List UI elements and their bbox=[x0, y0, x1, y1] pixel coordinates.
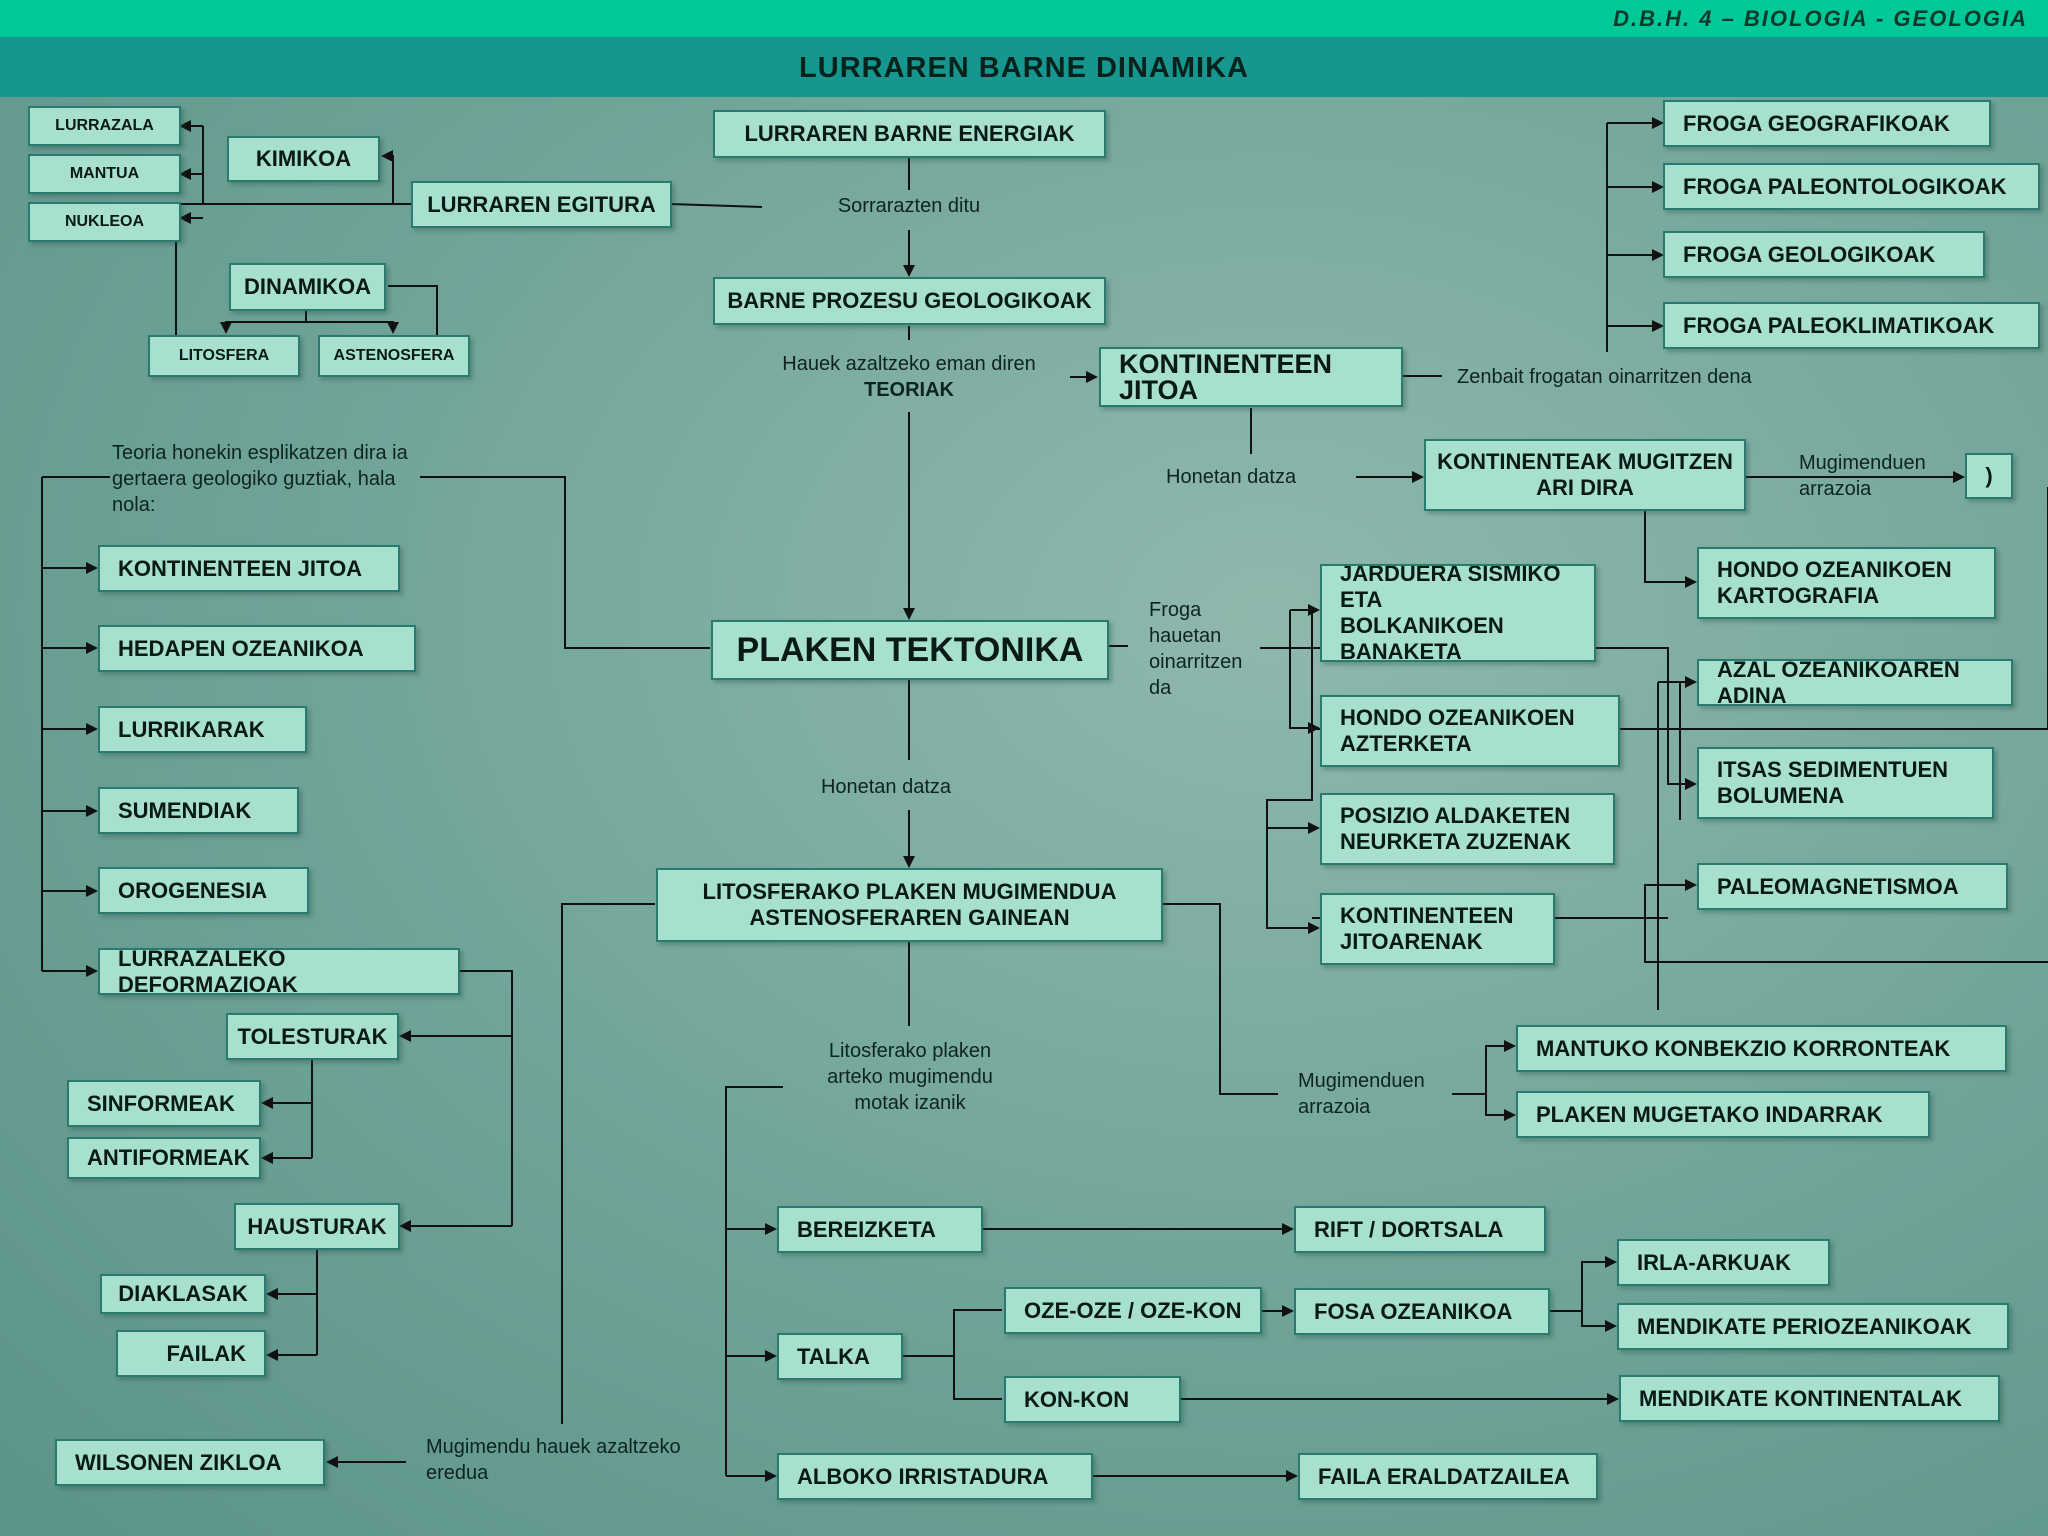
label-honetan-datza-2: Honetan datza bbox=[820, 776, 952, 798]
label-mugimenduen-arrazoia-1: Mugimenduen arrazoia bbox=[1799, 452, 1926, 500]
label-sorrarazten: Sorrarazten ditu bbox=[837, 195, 981, 217]
node-jarduera-sismiko[interactable]: JARDUERA SISMIKO ETA BOLKANIKOEN BANAKET… bbox=[1320, 564, 1596, 662]
node-lurrikarak[interactable]: LURRIKARAK bbox=[98, 706, 307, 753]
node-paleomagnetismoa[interactable]: PALEOMAGNETISMOA bbox=[1697, 863, 2008, 910]
node-orogenesia[interactable]: OROGENESIA bbox=[98, 867, 309, 914]
node-posizio-aldaketen[interactable]: POSIZIO ALDAKETEN NEURKETA ZUZENAK bbox=[1320, 793, 1615, 865]
node-mendikate-periozeanikoak[interactable]: MENDIKATE PERIOZEANIKOAK bbox=[1617, 1303, 2009, 1350]
label-mugimendu-hauek: Mugimendu hauek azaltzeko eredua bbox=[426, 1436, 681, 1484]
node-hondo-azterketa[interactable]: HONDO OZEANIKOEN AZTERKETA bbox=[1320, 695, 1620, 767]
node-oze-oze[interactable]: OZE-OZE / OZE-KON bbox=[1004, 1287, 1262, 1334]
title-band bbox=[0, 37, 2048, 97]
node-rift[interactable]: RIFT / DORTSALA bbox=[1294, 1206, 1546, 1253]
label-honetan-datza-1: Honetan datza bbox=[1166, 466, 1297, 488]
node-hondo-kartografia[interactable]: HONDO OZEANIKOEN KARTOGRAFIA bbox=[1697, 547, 1996, 619]
node-froga-paleontologikoak[interactable]: FROGA PALEONTOLOGIKOAK bbox=[1663, 163, 2040, 210]
node-lurrazaleko-deformazioak[interactable]: LURRAZALEKO DEFORMAZIOAK bbox=[98, 948, 460, 995]
node-kontinenteen-jitoa[interactable]: KONTINENTEEN JITOA bbox=[1099, 347, 1403, 407]
node-faila-eraldatzailea[interactable]: FAILA ERALDATZAILEA bbox=[1298, 1453, 1598, 1500]
label-zenbait-frogatan: Zenbait frogatan oinarritzen dena bbox=[1457, 366, 1752, 388]
node-plaken-mugetako[interactable]: PLAKEN MUGETAKO INDARRAK bbox=[1516, 1091, 1930, 1138]
label-teoria-honekin: Teoria honekin esplikatzen dira ia gerta… bbox=[112, 442, 408, 516]
node-lurrazala[interactable]: LURRAZALA bbox=[28, 106, 181, 146]
page-title: LURRAREN BARNE DINAMIKA bbox=[799, 52, 1249, 84]
node-azal-adina[interactable]: AZAL OZEANIKOAREN ADINA bbox=[1697, 659, 2013, 706]
node-diaklasak[interactable]: DIAKLASAK bbox=[100, 1274, 266, 1314]
node-mantuko-konbekzio[interactable]: MANTUKO KONBEKZIO KORRONTEAK bbox=[1516, 1025, 2007, 1072]
node-bereizketa[interactable]: BEREIZKETA bbox=[777, 1206, 983, 1253]
node-mantua[interactable]: MANTUA bbox=[28, 154, 181, 194]
node-hedapen-ozeanikoa[interactable]: HEDAPEN OZEANIKOA bbox=[98, 625, 416, 672]
node-plaken-tektonika[interactable]: PLAKEN TEKTONIKA bbox=[711, 620, 1109, 680]
node-kon-kon[interactable]: KON-KON bbox=[1004, 1376, 1181, 1423]
node-astenosfera[interactable]: ASTENOSFERA bbox=[318, 335, 470, 377]
node-kimikoa[interactable]: KIMIKOA bbox=[227, 136, 380, 182]
label-litosferako-arteko: Litosferako plaken arteko mugimendu mota… bbox=[827, 1040, 993, 1114]
node-question[interactable]: ) bbox=[1965, 453, 2013, 499]
node-itsas-sedimentuen[interactable]: ITSAS SEDIMENTUEN BOLUMENA bbox=[1697, 747, 1994, 819]
node-litosfera[interactable]: LITOSFERA bbox=[148, 335, 300, 377]
node-fosa-ozeanikoa[interactable]: FOSA OZEANIKOA bbox=[1294, 1288, 1550, 1335]
node-antiformeak[interactable]: ANTIFORMEAK bbox=[67, 1137, 261, 1179]
node-failak[interactable]: FAILAK bbox=[116, 1330, 266, 1377]
label-mugimenduen-arrazoia-2: Mugimenduen arrazoia bbox=[1298, 1070, 1425, 1118]
node-tolesturak[interactable]: TOLESTURAK bbox=[226, 1013, 399, 1060]
node-sinformeak[interactable]: SINFORMEAK bbox=[67, 1080, 261, 1127]
node-talka[interactable]: TALKA bbox=[777, 1333, 903, 1380]
node-froga-paleoklimatikoak[interactable]: FROGA PALEOKLIMATIKOAK bbox=[1663, 302, 2040, 349]
node-froga-geologikoak[interactable]: FROGA GEOLOGIKOAK bbox=[1663, 231, 1985, 278]
label-hauek-azaltzeko: Hauek azaltzeko eman diren bbox=[782, 353, 1036, 375]
course-tag: D.B.H. 4 – BIOLOGIA - GEOLOGIA bbox=[1613, 6, 2028, 31]
node-irla-arkuak[interactable]: IRLA-ARKUAK bbox=[1617, 1239, 1830, 1286]
label-teoriak: TEORIAK bbox=[864, 379, 954, 401]
node-dinamikoa[interactable]: DINAMIKOA bbox=[229, 263, 386, 311]
node-barne-prozesu[interactable]: BARNE PROZESU GEOLOGIKOAK bbox=[713, 277, 1106, 325]
node-kontinenteak-mugitzen[interactable]: KONTINENTEAK MUGITZEN ARI DIRA bbox=[1424, 439, 1746, 511]
node-hausturak[interactable]: HAUSTURAK bbox=[234, 1203, 400, 1250]
node-sumendiak[interactable]: SUMENDIAK bbox=[98, 787, 299, 834]
node-alboko-irristadura[interactable]: ALBOKO IRRISTADURA bbox=[777, 1453, 1093, 1500]
node-barne-energiak[interactable]: LURRAREN BARNE ENERGIAK bbox=[713, 110, 1106, 158]
node-wilsonen-zikloa[interactable]: WILSONEN ZIKLOA bbox=[55, 1439, 325, 1486]
node-lurraren-egitura[interactable]: LURRAREN EGITURA bbox=[411, 181, 672, 228]
label-froga-hauetan: Froga hauetan oinarritzen da bbox=[1149, 599, 1243, 699]
top-band: D.B.H. 4 – BIOLOGIA - GEOLOGIA bbox=[0, 0, 2048, 37]
node-froga-geografikoak[interactable]: FROGA GEOGRAFIKOAK bbox=[1663, 100, 1991, 147]
node-nukleoa[interactable]: NUKLEOA bbox=[28, 202, 181, 242]
node-litosferako-plaken[interactable]: LITOSFERAKO PLAKEN MUGIMENDUA ASTENOSFER… bbox=[656, 868, 1163, 942]
node-mendikate-kontinentalak[interactable]: MENDIKATE KONTINENTALAK bbox=[1619, 1375, 2000, 1422]
node-kontinenteen-jitoarenak[interactable]: KONTINENTEEN JITOARENAK bbox=[1320, 893, 1555, 965]
node-l-kontinenteen-jitoa[interactable]: KONTINENTEEN JITOA bbox=[98, 545, 400, 592]
